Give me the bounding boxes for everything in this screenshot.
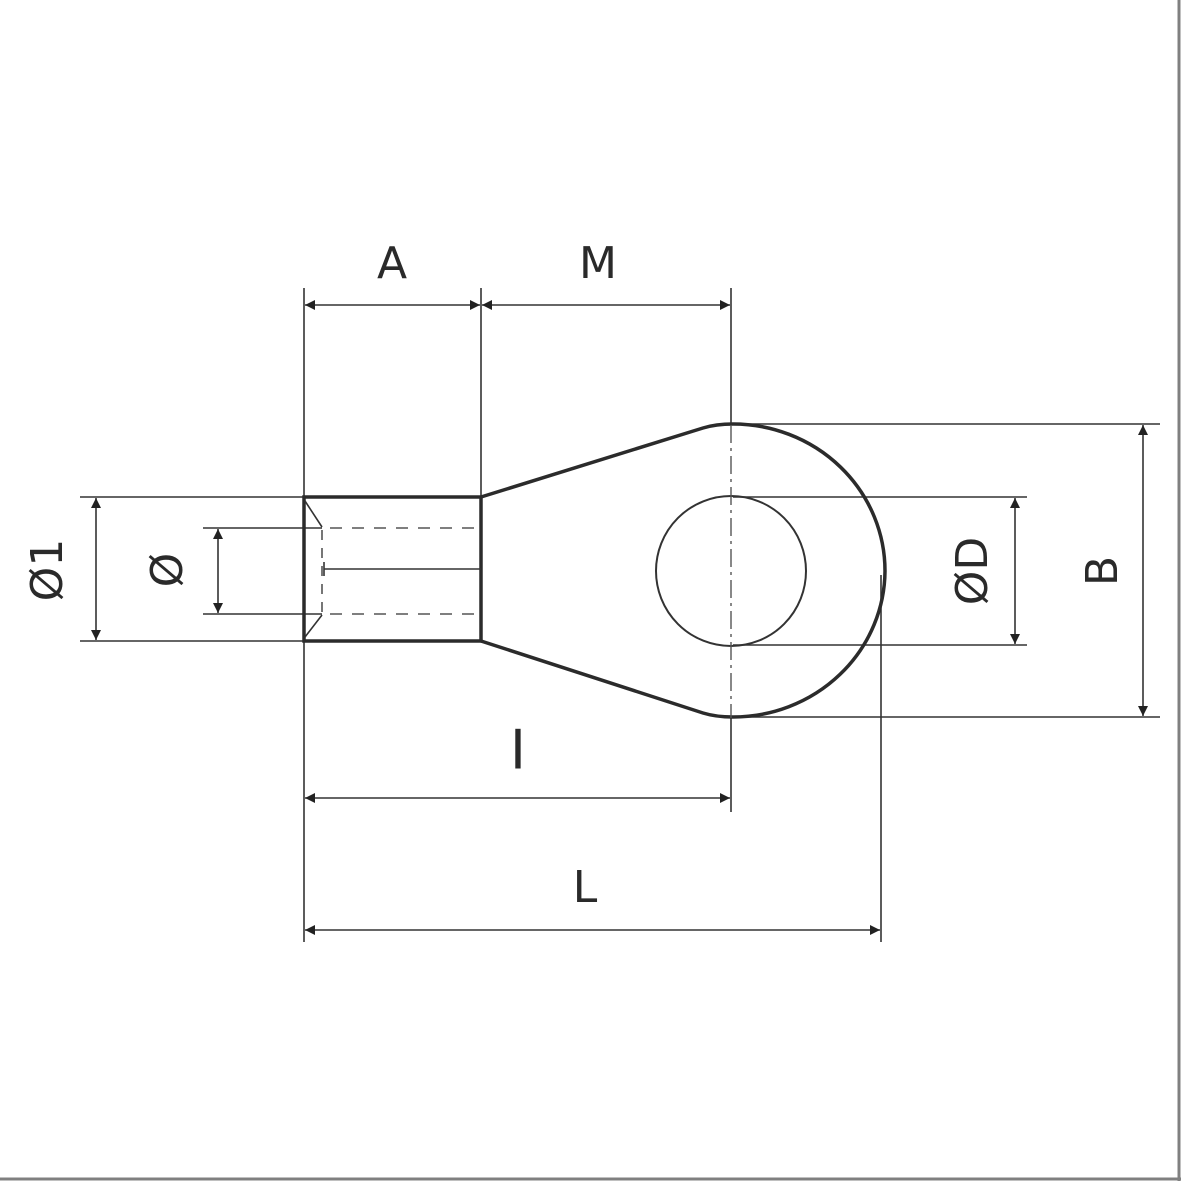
label-diameter-inner: Ø [142, 553, 193, 588]
label-M: M [579, 238, 617, 289]
label-L: L [573, 862, 598, 913]
label-A: A [377, 238, 407, 289]
label-diameter-outer: Ø1 [22, 539, 73, 602]
chamfer-bottom [304, 614, 323, 638]
label-I: I [510, 719, 526, 782]
label-B: B [1077, 556, 1128, 586]
extension-lines [80, 288, 1160, 942]
chamfer-top [304, 500, 323, 528]
terminal-body [302, 422, 887, 719]
label-diameter-hole: ØD [947, 537, 998, 606]
ring-tongue [480, 422, 887, 719]
dimension-lines [91, 300, 1148, 935]
